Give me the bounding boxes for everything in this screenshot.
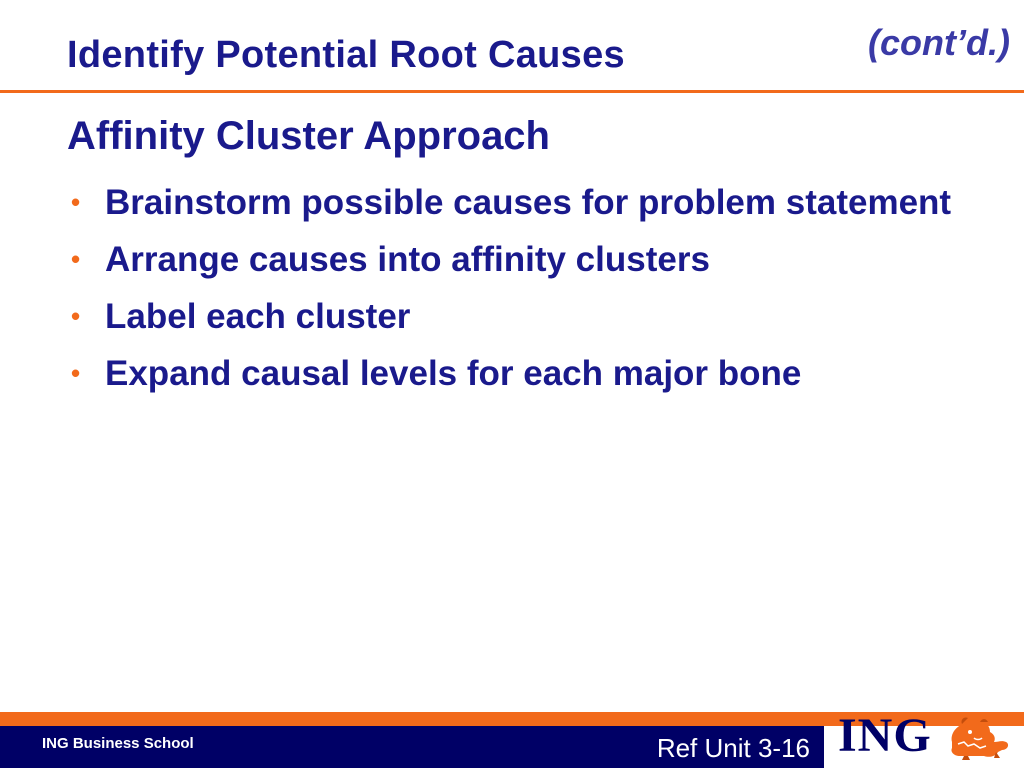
title-divider bbox=[0, 90, 1024, 93]
bullet-marker-icon: • bbox=[71, 244, 81, 274]
bullet-list: • Brainstorm possible causes for problem… bbox=[67, 180, 967, 408]
lion-icon bbox=[951, 717, 1009, 760]
bullet-marker-icon: • bbox=[71, 358, 81, 388]
footer-reference: Ref Unit 3-16 bbox=[656, 733, 810, 763]
bullet-item: • Expand causal levels for each major bo… bbox=[67, 351, 967, 396]
footer-school-name: ING Business School bbox=[42, 735, 194, 752]
ing-logo: ING bbox=[838, 709, 932, 762]
footer-bar bbox=[0, 726, 824, 768]
bullet-text: Label each cluster bbox=[105, 297, 411, 336]
bullet-text: Arrange causes into affinity clusters bbox=[105, 240, 710, 279]
bullet-item: • Arrange causes into affinity clusters bbox=[67, 237, 967, 282]
bullet-text: Expand causal levels for each major bone bbox=[105, 354, 802, 393]
slide-subheading: Affinity Cluster Approach bbox=[67, 114, 550, 158]
bullet-marker-icon: • bbox=[71, 301, 81, 331]
slide-title: Identify Potential Root Causes bbox=[67, 34, 625, 76]
continued-label: (cont’d.) bbox=[868, 22, 1010, 63]
bullet-marker-icon: • bbox=[71, 187, 81, 217]
bullet-item: • Label each cluster bbox=[67, 294, 967, 339]
bullet-text: Brainstorm possible causes for problem s… bbox=[105, 183, 952, 222]
footer-accent-bar bbox=[0, 712, 1024, 726]
bullet-item: • Brainstorm possible causes for problem… bbox=[67, 180, 967, 225]
